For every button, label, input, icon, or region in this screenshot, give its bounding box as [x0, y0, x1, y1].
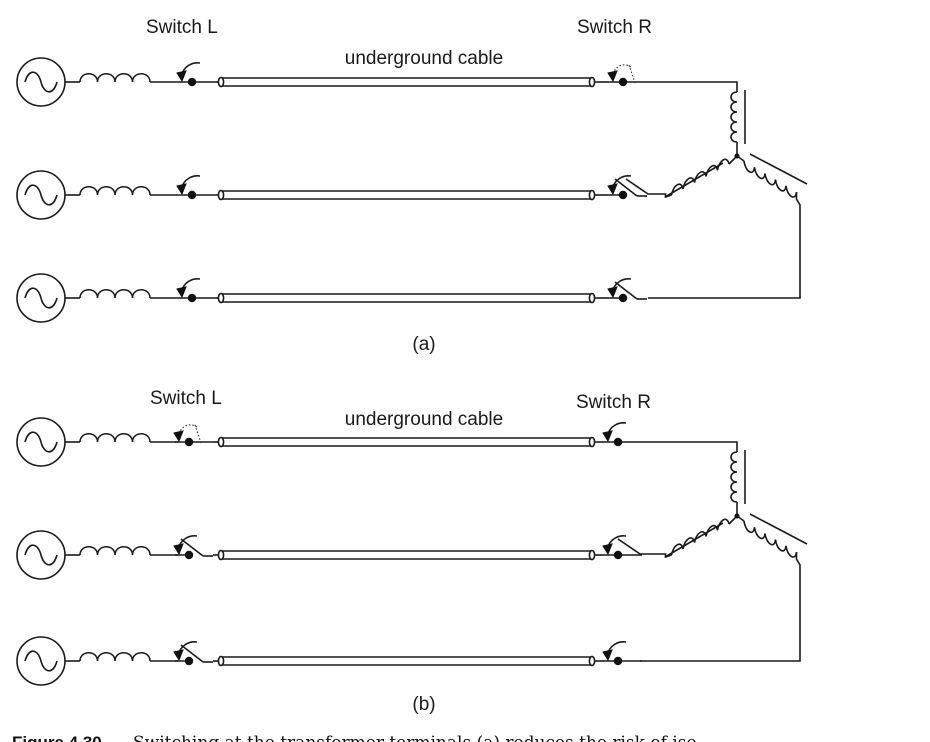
switch-icon [176, 175, 216, 200]
wye-transformer-icon [617, 441, 808, 662]
switch-icon [602, 641, 642, 666]
switch-right-label: Switch R [576, 392, 651, 413]
arrow-head [173, 649, 184, 662]
switch-icon [173, 424, 213, 447]
switch-contact [187, 190, 197, 200]
switch-icon [607, 278, 647, 303]
ac-source-icon [16, 273, 66, 323]
arrow-head [176, 70, 187, 83]
ac-source-icon [16, 170, 66, 220]
underground-cable [217, 549, 596, 561]
switch-contact [187, 293, 197, 303]
switch-contact [187, 77, 197, 87]
switch-left-label: Switch L [150, 388, 222, 409]
inductor-icon [79, 185, 151, 196]
arrow-head [176, 286, 187, 299]
switch-contact [184, 437, 194, 447]
phase-row [16, 170, 647, 220]
inductor-icon [79, 545, 151, 556]
arrow-head [602, 649, 613, 662]
wye-transformer-icon [625, 81, 808, 299]
underground-cable [217, 76, 596, 88]
phase-row [16, 417, 642, 467]
switch-icon [176, 278, 216, 303]
switch-icon [602, 535, 642, 560]
figure-caption: Figure 4.30 Switching at the transformer … [12, 733, 697, 742]
panel-a: Switch L Switch R underground cable (a) [16, 17, 808, 355]
switch-icon [176, 62, 216, 87]
switch-contact [613, 656, 623, 666]
underground-cable [217, 189, 596, 201]
underground-cable [217, 292, 596, 304]
ac-source-icon [16, 530, 66, 580]
switch-icon [607, 175, 647, 200]
arrow-head [176, 183, 187, 196]
arrow-head [173, 430, 184, 443]
caption-number: Figure 4.30 [12, 733, 102, 742]
phase-row [16, 530, 642, 580]
phase-row [16, 273, 647, 323]
inductor-icon [79, 432, 151, 443]
arrow-head [607, 183, 618, 196]
arrow-head [607, 286, 618, 299]
switch-icon [173, 535, 213, 560]
switch-contact [618, 293, 628, 303]
cable-label: underground cable [345, 409, 503, 430]
ac-source-icon [16, 417, 66, 467]
underground-cable [217, 655, 596, 667]
caption-text: Switching at the transformer terminals (… [133, 733, 697, 742]
switch-left-label: Switch L [146, 17, 218, 38]
switch-contact [618, 77, 628, 87]
cable-label: underground cable [345, 48, 503, 69]
ac-source-icon [16, 57, 66, 107]
panel-label: (b) [412, 694, 435, 715]
switch-contact [618, 190, 628, 200]
phase-row [16, 636, 642, 686]
panel-b: Switch L Switch R underground cable (b) [16, 388, 808, 715]
panel-label: (a) [412, 334, 435, 355]
switch-icon [607, 64, 647, 87]
inductor-icon [79, 651, 151, 662]
switch-contact [613, 550, 623, 560]
inductor-icon [79, 288, 151, 299]
phase-row [16, 57, 647, 107]
inductor-icon [79, 72, 151, 83]
arrow-head [602, 430, 613, 443]
switch-icon [602, 422, 642, 447]
ac-source-icon [16, 636, 66, 686]
switch-right-label: Switch R [577, 17, 652, 38]
switch-contact [184, 656, 194, 666]
switch-contact [184, 550, 194, 560]
arrow-head [602, 543, 613, 556]
underground-cable [217, 436, 596, 448]
switch-contact [613, 437, 623, 447]
arrow-head [173, 543, 184, 556]
arrow-head [607, 70, 618, 83]
switch-icon [173, 641, 213, 666]
